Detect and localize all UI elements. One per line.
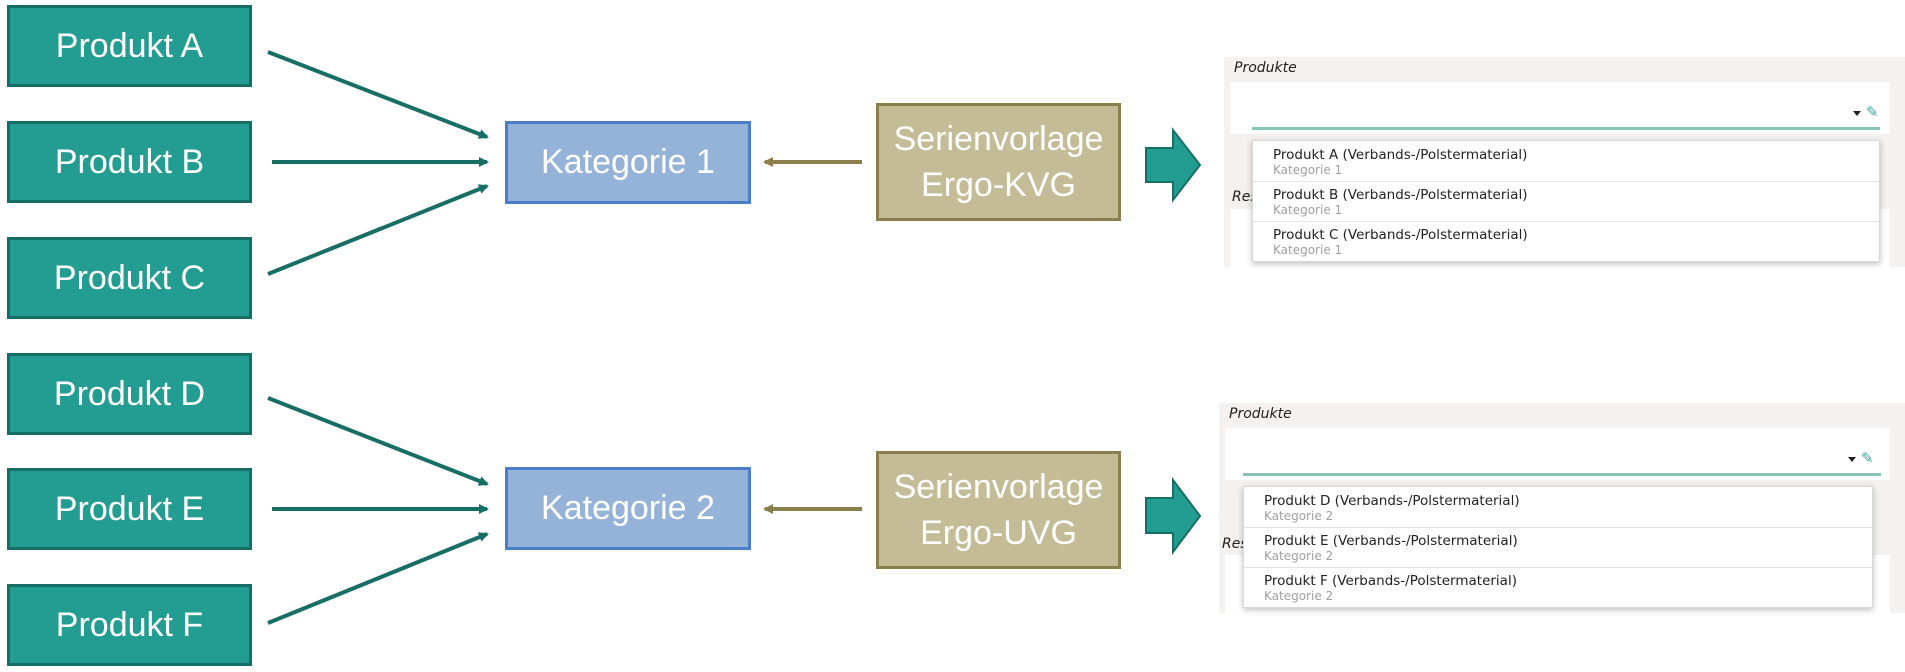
category-box-2: Kategorie 2 — [505, 467, 751, 550]
panel-label: Produkte — [1234, 60, 1297, 76]
arrow-a-to-kat1 — [267, 50, 489, 139]
arrow-c-to-kat1 — [267, 184, 489, 276]
chevron-down-icon[interactable] — [1848, 457, 1856, 462]
chevron-down-icon[interactable] — [1853, 111, 1861, 116]
res-label: Res — [1222, 536, 1248, 552]
products-select[interactable] — [1230, 82, 1890, 134]
select-underline — [1243, 473, 1881, 476]
res-label: Res — [1232, 189, 1258, 205]
product-box-d: Produkt D — [7, 353, 252, 435]
block-arrow-2 — [1145, 477, 1202, 555]
dropdown-option[interactable]: Produkt A (Verbands-/Polstermaterial) Ka… — [1253, 141, 1879, 182]
dropdown-option[interactable]: Produkt C (Verbands-/Polstermaterial) Ka… — [1273, 227, 1528, 257]
product-box-f: Produkt F — [7, 584, 252, 666]
product-box-b: Produkt B — [7, 121, 252, 203]
dropdown-option[interactable]: Produkt B (Verbands-/Polstermaterial) Ka… — [1253, 181, 1879, 222]
block-arrow-1 — [1145, 127, 1202, 203]
select-underline — [1252, 127, 1880, 130]
product-box-e: Produkt E — [7, 468, 252, 550]
dropdown-option[interactable]: Produkt F (Verbands-/Polstermaterial) Ka… — [1264, 573, 1517, 603]
products-dropdown-1: Produkt A (Verbands-/Polstermaterial) Ka… — [1252, 140, 1880, 262]
pencil-icon[interactable]: ✎ — [1866, 104, 1879, 121]
product-box-c: Produkt C — [7, 237, 252, 319]
product-box-a: Produkt A — [7, 5, 252, 87]
panel-label: Produkte — [1229, 406, 1292, 422]
template-line1: Serienvorlage — [893, 468, 1104, 506]
template-line2: Ergo-KVG — [921, 166, 1076, 204]
pencil-icon[interactable]: ✎ — [1861, 450, 1874, 467]
products-dropdown-2: Produkt D (Verbands-/Polstermaterial) Ka… — [1243, 486, 1873, 608]
category-box-1: Kategorie 1 — [505, 121, 751, 204]
arrow-d-to-kat2 — [267, 396, 489, 486]
dropdown-option[interactable]: Produkt E (Verbands-/Polstermaterial) Ka… — [1244, 527, 1872, 568]
dropdown-option[interactable]: Produkt D (Verbands-/Polstermaterial) Ka… — [1244, 487, 1872, 528]
arrow-f-to-kat2 — [267, 532, 489, 625]
template-line1: Serienvorlage — [893, 120, 1104, 158]
template-line2: Ergo-UVG — [920, 514, 1077, 552]
products-select[interactable] — [1225, 428, 1890, 480]
